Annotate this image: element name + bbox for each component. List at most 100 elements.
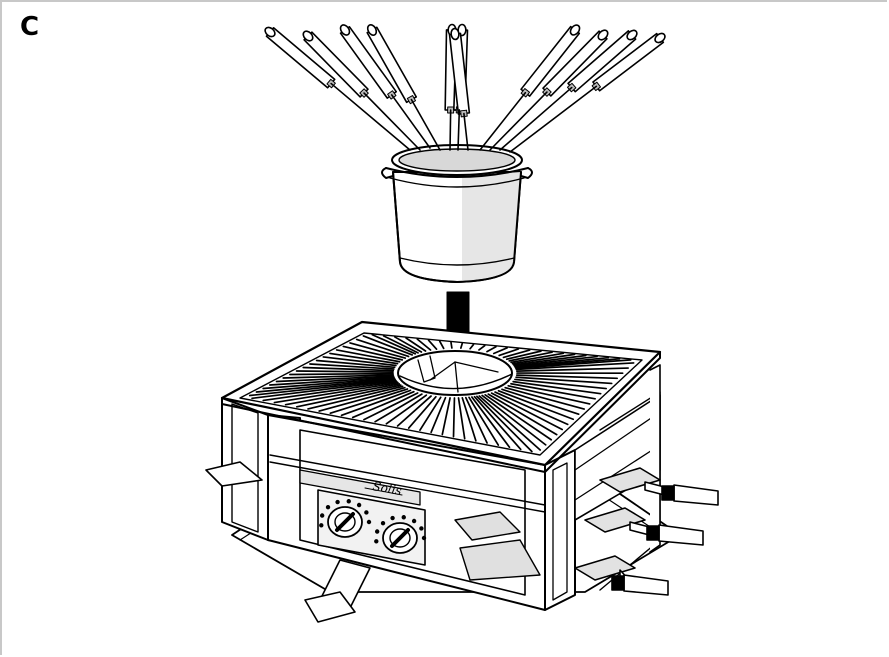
grill-ridge (514, 357, 621, 369)
grill-ridge (255, 378, 396, 393)
grill-ridge (450, 341, 453, 349)
fondue-fork-shafts (330, 82, 598, 153)
knob-tick (356, 502, 362, 508)
grill-ridge (363, 392, 419, 421)
knob-tick (411, 518, 417, 524)
fondue-forks (264, 23, 666, 118)
grill-ridge (514, 356, 610, 368)
grill-ridge (309, 363, 395, 370)
knob-tick (374, 539, 379, 544)
grill-ridge (457, 397, 466, 440)
fork-shaft (509, 85, 598, 153)
knob-tick (380, 520, 386, 526)
knob-tick (346, 499, 351, 504)
fork-handle-end (302, 30, 314, 42)
fondue-pot (381, 144, 533, 283)
grill-ridge (419, 396, 442, 432)
grill-ridge (478, 395, 542, 451)
grill-ridge (393, 336, 423, 353)
grill-ridge (295, 370, 394, 374)
grill-ridge (262, 380, 398, 402)
knob-tick (366, 519, 372, 525)
pan-handle-grip (673, 484, 719, 506)
grill-ridge (438, 340, 445, 350)
knob-tick (401, 515, 406, 520)
knob-tick (325, 504, 331, 510)
grill-ridge (514, 378, 608, 390)
fork-shaft (363, 92, 421, 151)
grill-ridge (476, 395, 533, 453)
grill-ridge (504, 386, 586, 410)
grill-ridge (362, 335, 414, 356)
grill-ridge (329, 388, 409, 415)
grill-ridge (497, 389, 575, 421)
grill-ridge (459, 342, 464, 349)
grill-ridge (407, 395, 437, 429)
grill-ridge (512, 380, 602, 395)
fork-shaft (457, 109, 461, 151)
grill-ridge (318, 386, 406, 412)
fork-handle-end (366, 24, 378, 36)
grill-ridge (251, 379, 397, 400)
fork-handle-end (339, 24, 351, 36)
grill-ridge (461, 396, 477, 442)
grill-ridge (468, 396, 500, 446)
grill-ridge (275, 375, 395, 383)
grill-ridge (329, 352, 399, 365)
grill-ridge (307, 385, 404, 410)
grill-ridge (505, 350, 542, 361)
grill-ridge (441, 397, 451, 436)
grill-ridge (295, 384, 402, 408)
grill-ridge (469, 343, 475, 350)
grill-ridge (273, 381, 399, 404)
pan-handle-grip (623, 574, 669, 596)
grill-ridge (510, 352, 565, 364)
grill-ridge (471, 396, 511, 449)
knob-tick (374, 529, 380, 534)
grill-ridge (262, 377, 396, 390)
grill-ridge (508, 351, 553, 362)
grill-ridge (492, 346, 509, 355)
grill-ridge (515, 367, 629, 373)
brand-mark: Solis (371, 479, 402, 498)
grill-ridge (486, 345, 497, 353)
raclette-pan (599, 467, 661, 493)
grill-ridge (484, 393, 553, 441)
fork-shaft (499, 86, 573, 151)
grill-ridge (515, 362, 635, 371)
step-label: C (20, 12, 40, 42)
grill-ridge (355, 338, 410, 358)
knob-tick (319, 523, 324, 528)
grill-ridge (405, 337, 427, 352)
grill-ridge (289, 372, 394, 376)
grill-ridge (371, 333, 417, 355)
grill-ridge (416, 338, 432, 351)
grill-ridge (502, 349, 531, 359)
knob-tick (421, 535, 427, 541)
grill-ridge (268, 376, 395, 386)
fork-shaft (489, 91, 548, 151)
fork-shaft (390, 94, 431, 149)
grill-ridge (507, 384, 591, 405)
grill-ridge (515, 374, 619, 380)
knob-tick (364, 510, 369, 515)
grill-ridge (430, 396, 447, 434)
pan-handle-grip (658, 524, 704, 546)
grill-ridge (322, 356, 397, 367)
grill-ridge (351, 390, 415, 419)
grill-ridge (511, 353, 576, 365)
fork-handle-end (626, 29, 638, 41)
grill-ridge (513, 355, 598, 367)
grill-ridge (515, 358, 632, 370)
knob-tick (390, 515, 395, 521)
grill-ridge (498, 348, 520, 357)
fork-handle-end (264, 26, 276, 38)
fork-handle-end (569, 24, 581, 36)
grill-ridge (374, 393, 423, 423)
grill-ridge (515, 376, 613, 385)
grill-ridge (340, 389, 412, 417)
grill-ridge (512, 354, 587, 366)
fork-shaft (410, 98, 441, 151)
